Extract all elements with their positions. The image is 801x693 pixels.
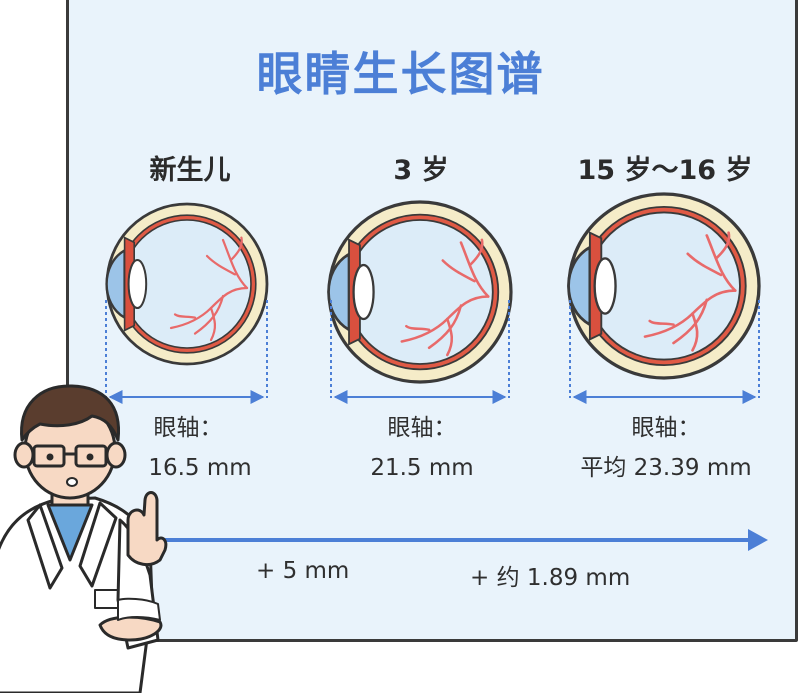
page-title: 眼睛生长图谱 xyxy=(256,47,545,101)
axis-caption-15-16-years: 眼轴： 平均 23.39 mm xyxy=(546,408,786,488)
stage-label-15-16-years: 15 岁～16 岁 xyxy=(577,155,753,186)
measure-3-years xyxy=(330,300,510,404)
eye-diagram-icon xyxy=(105,202,269,366)
measure-15-16-years xyxy=(569,300,760,404)
eye-diagram-icon xyxy=(326,200,513,384)
stage-label-newborn: 新生儿 xyxy=(149,155,231,186)
measure-newborn xyxy=(105,300,268,404)
growth-label-first: + 5 mm xyxy=(256,558,350,584)
doctor-illustration-icon xyxy=(0,384,168,693)
axis-label: 眼轴： xyxy=(153,415,223,441)
eye-diagram-icon xyxy=(566,192,761,380)
axis-value: 平均 23.39 mm xyxy=(580,455,752,481)
axis-caption-newborn: 眼轴： 16.5 mm xyxy=(68,408,308,488)
axis-caption-3-years: 眼轴： 21.5 mm xyxy=(302,408,542,488)
axis-value: 21.5 mm xyxy=(370,455,474,481)
axis-label: 眼轴： xyxy=(631,415,701,441)
arrow-right-icon xyxy=(150,529,768,551)
stage-label-3-years: 3 岁 xyxy=(393,155,449,186)
axis-value: 16.5 mm xyxy=(148,455,252,481)
axis-label: 眼轴： xyxy=(387,415,457,441)
growth-label-second: + 约 1.89 mm xyxy=(470,565,631,591)
